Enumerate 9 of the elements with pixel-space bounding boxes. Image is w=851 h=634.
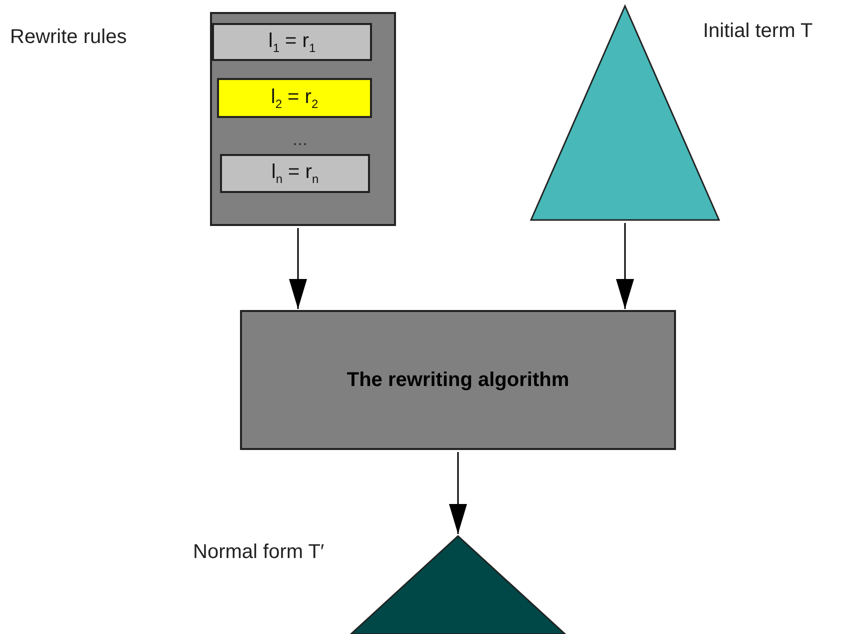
panel-heading: Rewrite rules	[10, 26, 127, 49]
process-title: The rewriting algorithm	[346, 368, 570, 392]
process-box	[240, 310, 676, 450]
arrow	[449, 452, 467, 534]
ellipsis-text: …	[292, 132, 308, 150]
triangle-caption: Initial term T	[703, 20, 813, 43]
arrow	[289, 228, 307, 309]
triangle-caption: Normal form T′	[193, 541, 324, 564]
arrow	[616, 223, 634, 309]
